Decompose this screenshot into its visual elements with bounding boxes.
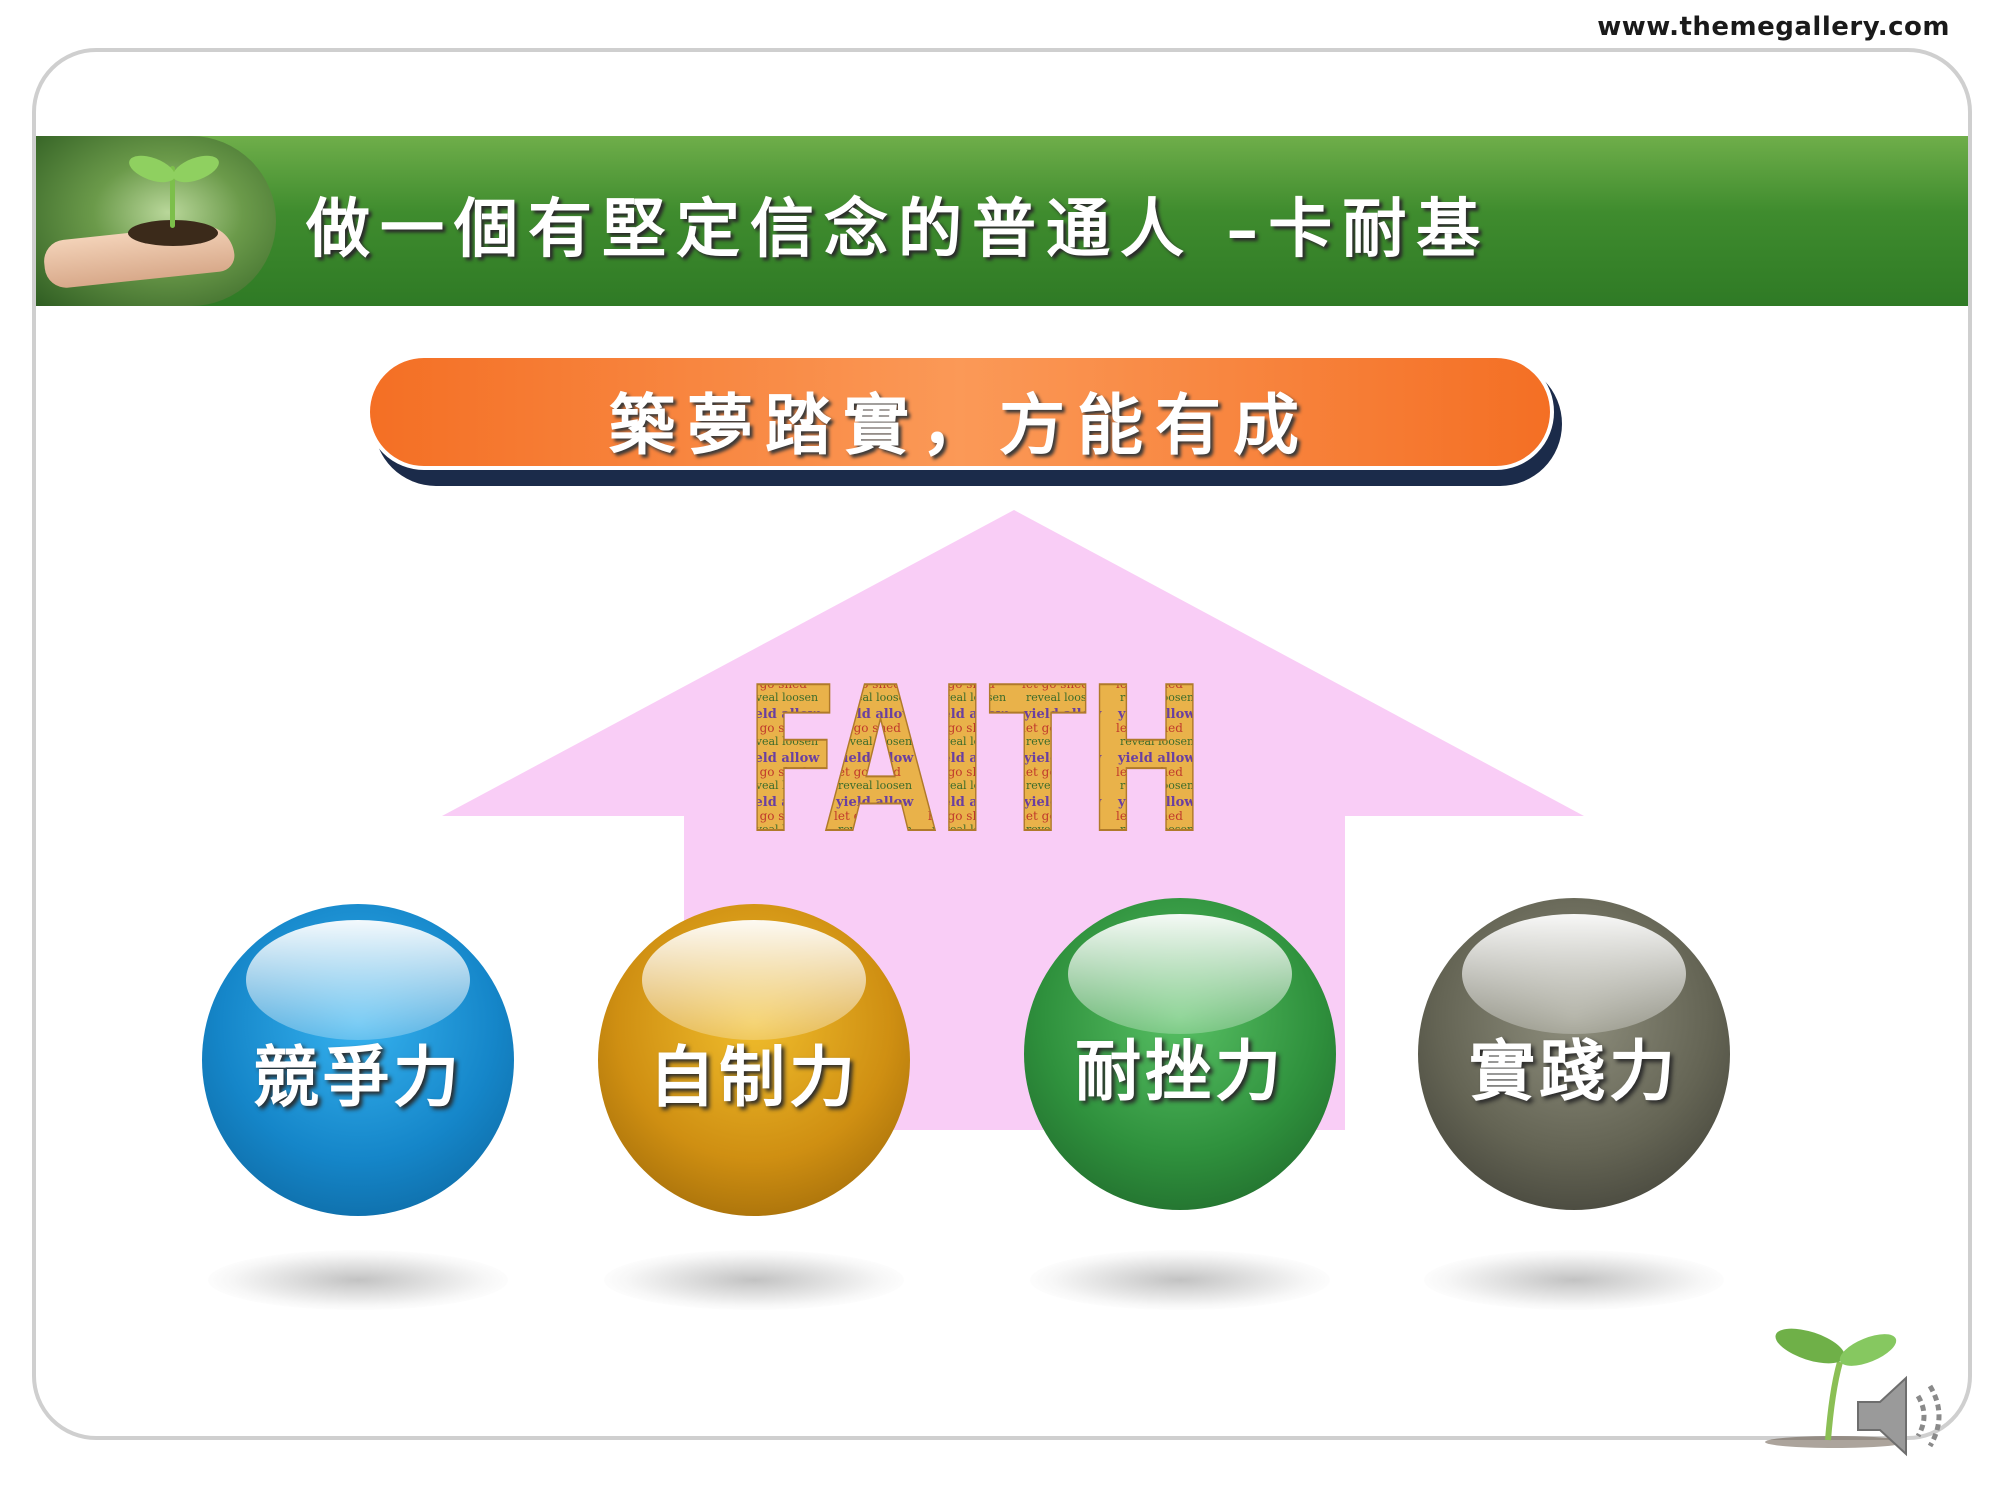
sphere-label: 耐挫力 [1075, 1033, 1285, 1110]
website-url: www.themegallery.com [1597, 12, 1950, 42]
slide-title: 做一個有堅定信念的普通人 –卡耐基 [306, 192, 1491, 267]
sphere-label: 自制力 [649, 1039, 859, 1116]
sphere-label: 實踐力 [1469, 1033, 1679, 1110]
slogan-text: 築夢踏實，方能有成 [609, 386, 1311, 464]
faith-word-art: yield allow let go shed reveal loosen FA… [743, 660, 1207, 840]
sphere-shadow [604, 1250, 904, 1310]
speaker-icon[interactable] [1846, 1366, 1956, 1466]
sphere-self-control: 自制力 [598, 904, 910, 1216]
slogan-banner: 築夢踏實，方能有成 [366, 354, 1554, 470]
hand-seedling-image [36, 136, 276, 306]
sphere-label: 競爭力 [253, 1039, 463, 1116]
sphere-resilience: 耐挫力 [1024, 898, 1336, 1210]
sphere-shadow [1030, 1250, 1330, 1310]
sphere-shadow [208, 1250, 508, 1310]
sphere-competitiveness: 競爭力 [202, 904, 514, 1216]
faith-word: FAITH [744, 660, 1206, 840]
sprout-icon [1765, 1328, 1900, 1448]
sphere-shadow [1424, 1250, 1724, 1310]
title-bar: 做一個有堅定信念的普通人 –卡耐基 [36, 136, 1968, 306]
sphere-execution: 實踐力 [1418, 898, 1730, 1210]
